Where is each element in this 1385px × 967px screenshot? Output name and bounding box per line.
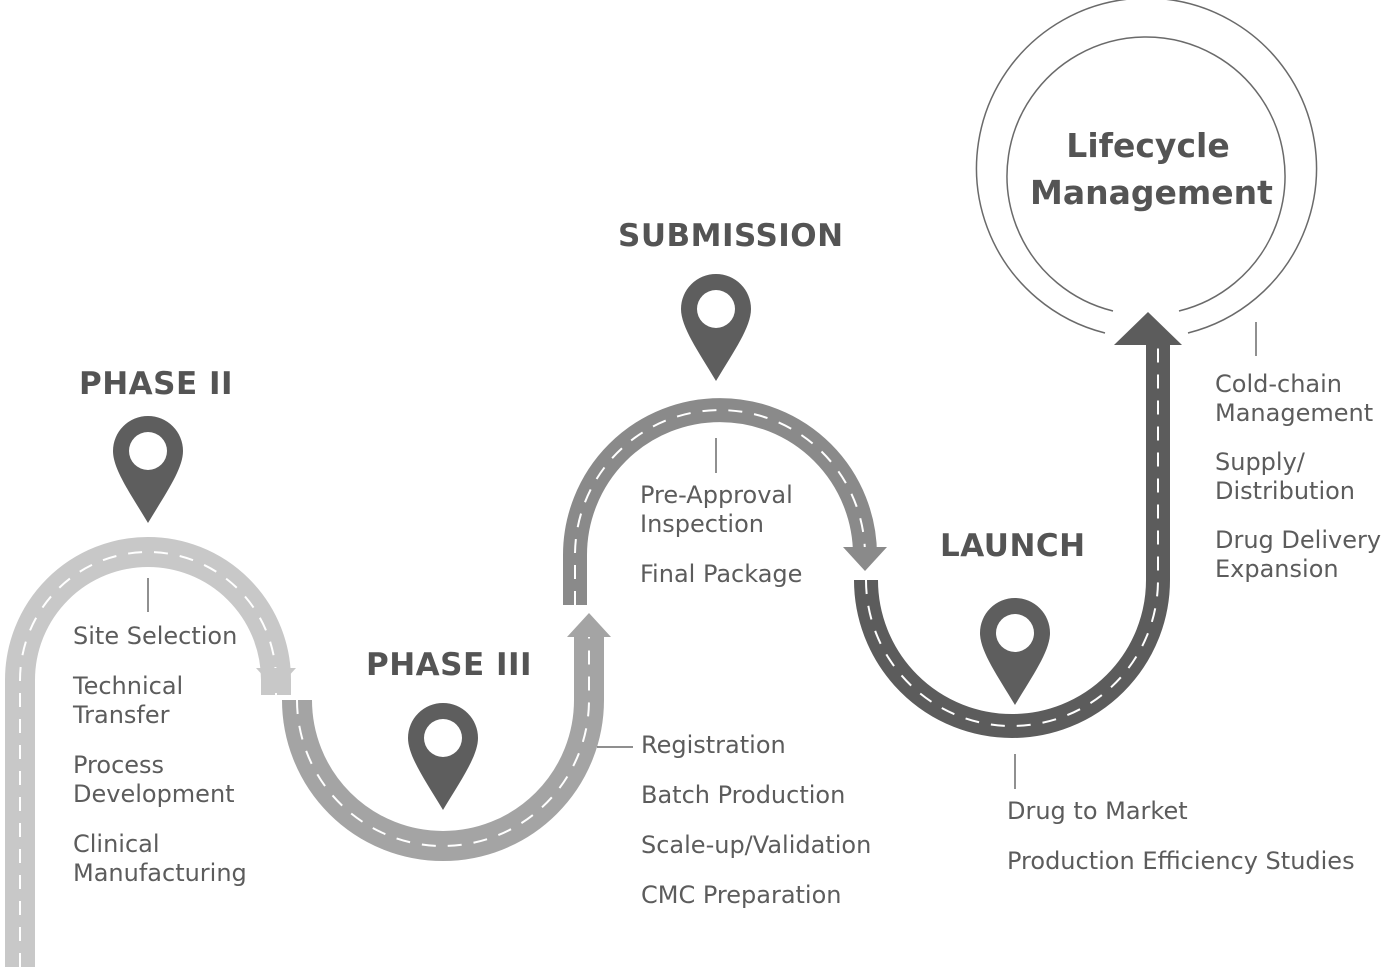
phase-2-title: PHASE II — [79, 366, 234, 402]
launch-title: LAUNCH — [940, 528, 1086, 564]
list-item: Supply/ Distribution — [1215, 448, 1356, 505]
list-item: Technical Transfer — [73, 672, 184, 729]
list-item: Production Efficiency Studies — [1007, 847, 1355, 875]
lifecycle-outer-ring — [975, 0, 1318, 334]
arrow-head-icon — [1114, 312, 1182, 345]
list-item: Final Package — [640, 560, 803, 588]
map-pin-icon — [408, 703, 478, 810]
road-launch — [854, 312, 1182, 738]
road-submission — [563, 398, 887, 605]
list-item: Drug Delivery Expansion — [1215, 526, 1382, 583]
launch-items: Drug to Market Production Efficiency Stu… — [1007, 797, 1355, 897]
lifecycle-title: Lifecycle Management — [1030, 126, 1273, 212]
map-pin-icon — [681, 274, 751, 381]
list-item: Cold-chain Management — [1215, 370, 1374, 427]
submission-items: Pre-Approval Inspection Final Package — [640, 481, 802, 610]
road-phase-2 — [4, 537, 296, 967]
road-phase-3 — [282, 613, 611, 861]
list-item: Pre-Approval Inspection — [640, 481, 793, 538]
list-item: Scale-up/Validation — [641, 831, 872, 859]
list-item: Drug to Market — [1007, 797, 1188, 825]
list-item: Clinical Manufacturing — [73, 830, 247, 887]
map-pin-icon — [980, 598, 1050, 705]
submission-title: SUBMISSION — [618, 218, 844, 254]
list-item: Batch Production — [641, 781, 846, 809]
list-item: CMC Preparation — [641, 881, 842, 909]
list-item: Site Selection — [73, 622, 238, 650]
phase-3-items: Registration Batch Production Scale-up/V… — [641, 731, 871, 931]
list-item: Process Development — [73, 751, 235, 808]
arrow-head-icon — [843, 547, 887, 571]
list-item: Registration — [641, 731, 786, 759]
arrow-head-icon — [567, 613, 611, 637]
connector-lines — [147, 322, 1257, 789]
phase-3-title: PHASE III — [366, 647, 533, 683]
map-pin-icon — [113, 416, 183, 523]
lifecycle-inner-ring — [1006, 36, 1286, 312]
phase-2-items: Site Selection Technical Transfer Proces… — [73, 622, 247, 909]
lifecycle-items: Cold-chain Management Supply/ Distributi… — [1215, 370, 1381, 604]
arrow-head-icon — [256, 668, 296, 690]
